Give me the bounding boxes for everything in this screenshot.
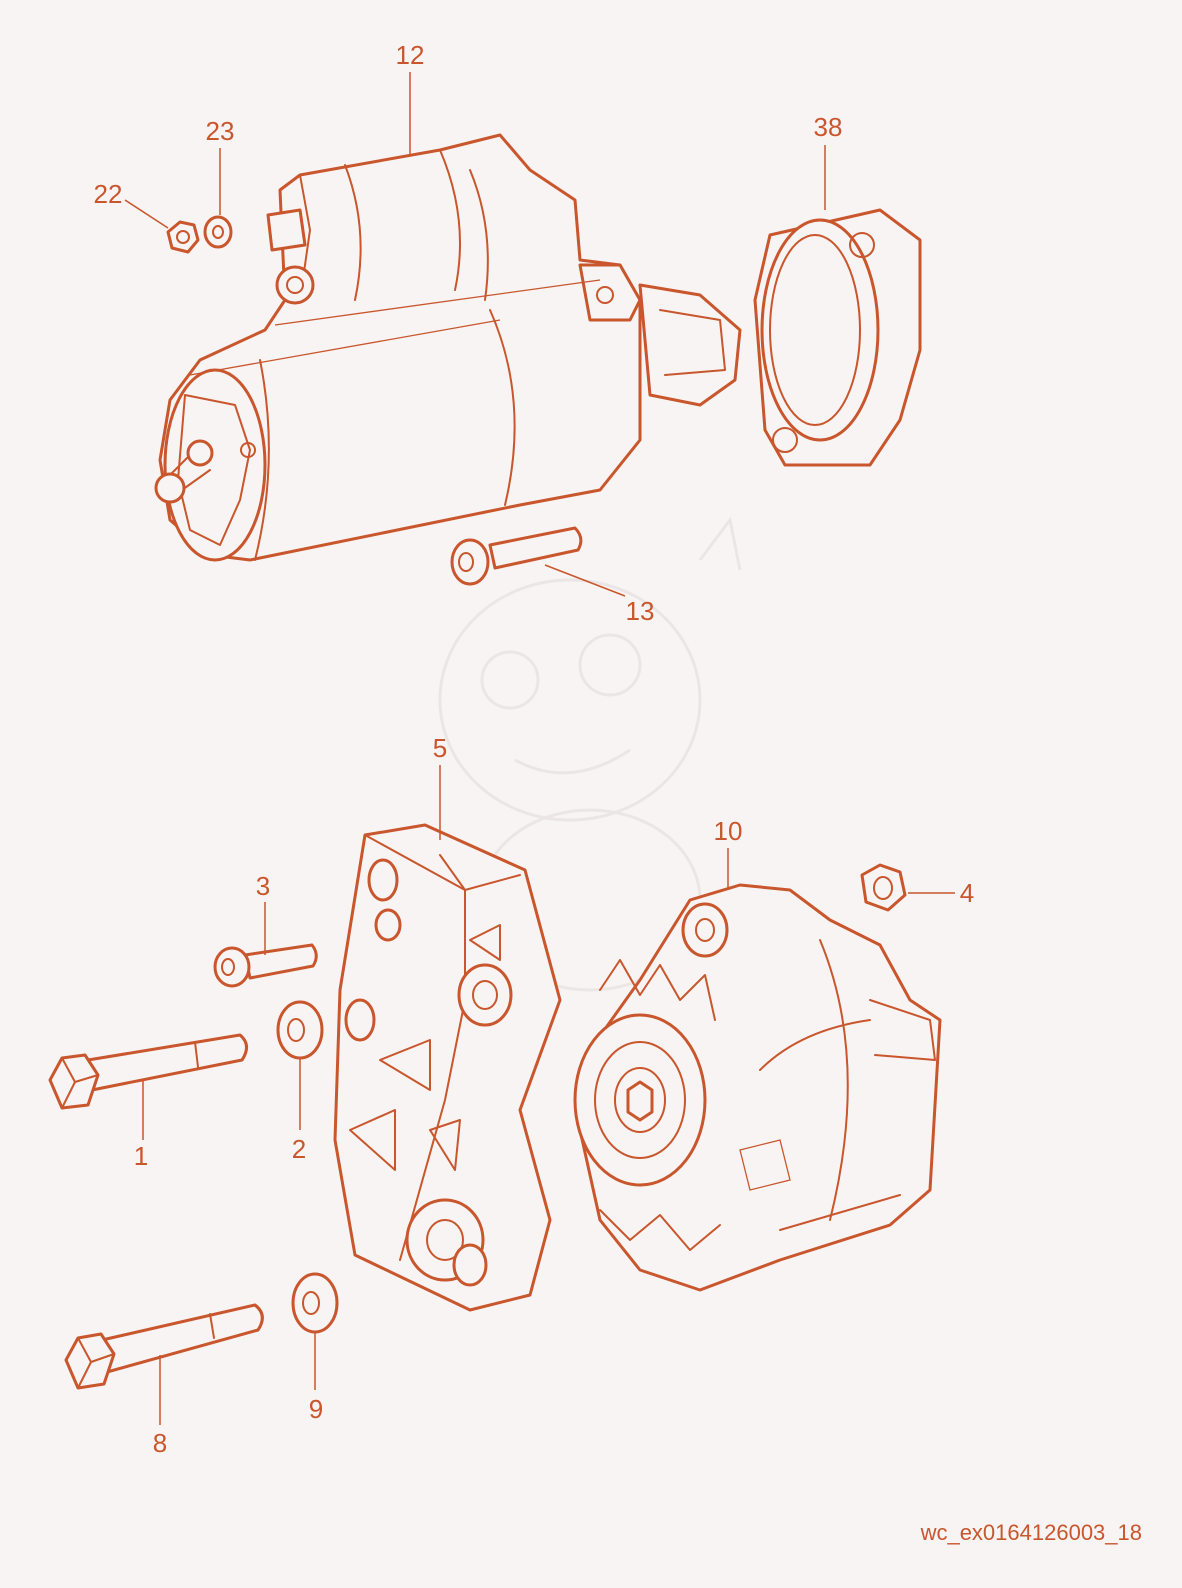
mounting-bracket-5 bbox=[333, 823, 562, 1312]
flange-gasket-38 bbox=[753, 208, 922, 467]
bolt-8 bbox=[64, 1303, 264, 1390]
callout-8: 8 bbox=[153, 1428, 167, 1458]
callout-1: 1 bbox=[134, 1141, 148, 1171]
callout-12: 12 bbox=[396, 40, 425, 70]
callouts: 12 23 22 38 13 5 10 3 4 2 1 9 8 bbox=[94, 40, 975, 1458]
nut-4 bbox=[860, 863, 907, 912]
callout-4: 4 bbox=[960, 878, 974, 908]
callout-3: 3 bbox=[256, 871, 270, 901]
washer-23 bbox=[203, 215, 233, 249]
callout-5: 5 bbox=[433, 733, 447, 763]
callout-10: 10 bbox=[714, 816, 743, 846]
reference-code: wc_ex0164126003_18 bbox=[920, 1520, 1142, 1545]
callout-23: 23 bbox=[206, 116, 235, 146]
bolt-3 bbox=[213, 943, 318, 988]
alternator-10 bbox=[573, 883, 942, 1292]
nut-22 bbox=[166, 220, 200, 254]
callout-22: 22 bbox=[94, 179, 123, 209]
washer-2 bbox=[276, 1000, 324, 1060]
callout-2: 2 bbox=[292, 1134, 306, 1164]
bolt-13 bbox=[450, 526, 583, 586]
callout-38: 38 bbox=[814, 112, 843, 142]
callout-9: 9 bbox=[309, 1394, 323, 1424]
starter-motor bbox=[154, 133, 742, 562]
callout-13: 13 bbox=[626, 596, 655, 626]
leader-lines bbox=[124, 72, 955, 1425]
bolt-1 bbox=[48, 1033, 248, 1110]
washer-9 bbox=[291, 1272, 339, 1334]
